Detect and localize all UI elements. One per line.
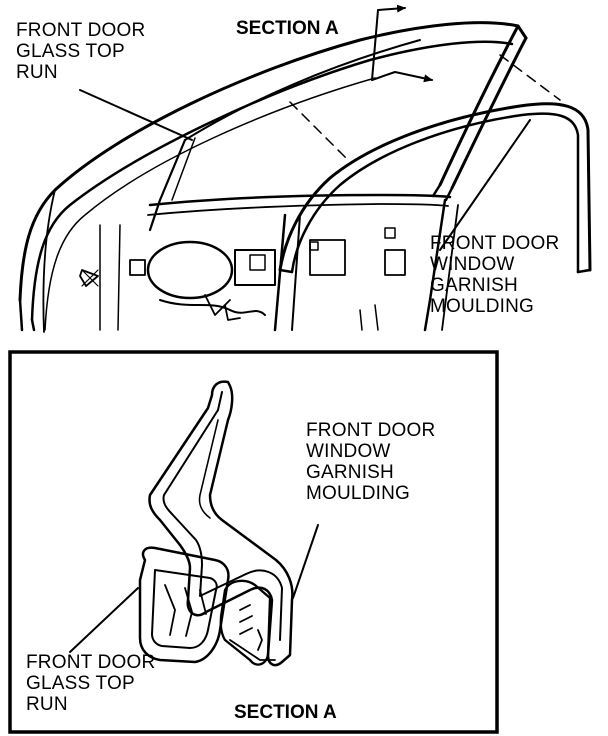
leader-detail-top-run	[69, 587, 139, 653]
belt-line	[148, 193, 452, 207]
window-sash-left2	[171, 137, 196, 201]
garnish-clip-outer	[219, 579, 272, 666]
label-line: GLASS TOP	[16, 41, 125, 62]
window-sash-left	[148, 138, 187, 232]
panel-cutout-6	[309, 241, 319, 251]
label-line: MOULDING	[430, 296, 534, 317]
door-b-pillar-2	[441, 204, 459, 331]
top-run-clip-outer	[138, 546, 230, 664]
label-line: FRONT DOOR	[306, 420, 436, 441]
window-sash	[184, 39, 421, 141]
panel-cutout-5	[129, 259, 146, 276]
moulding-profile-inner	[162, 391, 283, 641]
moulding-profile-inner2	[198, 419, 219, 519]
garnish-clip-teeth	[239, 604, 263, 651]
section-a-arrow-upper	[371, 4, 406, 81]
leader-top-run	[79, 89, 193, 141]
section-a-caption: SECTION A	[234, 702, 337, 723]
label-line: FRONT DOOR	[430, 233, 560, 254]
panel-stub	[359, 304, 379, 331]
clip-seal-3	[199, 589, 207, 615]
speaker-opening	[146, 240, 234, 300]
dashed-guide-2	[499, 54, 561, 101]
clip-seal-1	[164, 584, 176, 636]
glass-top-run-channel	[438, 24, 528, 190]
hinge-detail	[79, 269, 99, 287]
a-pillar	[18, 298, 36, 332]
label-garnish-moulding-top: FRONT DOOR WINDOW GARNISH MOULDING	[430, 233, 559, 317]
label-line: GLASS TOP	[26, 673, 135, 694]
label-line: WINDOW	[306, 441, 391, 462]
garnish-moulding-end-left	[278, 268, 294, 274]
belt-line-2	[147, 203, 449, 216]
panel-cutout-3	[309, 239, 346, 276]
label-line: GARNISH	[430, 275, 518, 296]
panel-cutout-1	[234, 249, 276, 286]
section-a-arrow-lower	[371, 71, 433, 83]
panel-cutout-7	[384, 227, 396, 239]
garnish-clip-bottom	[229, 639, 276, 661]
label-glass-top-run-detail: FRONT DOOR GLASS TOP RUN	[26, 652, 155, 715]
label-line: RUN	[16, 62, 58, 83]
garnish-moulding-end-right	[576, 268, 592, 274]
label-line: FRONT DOOR	[26, 652, 156, 673]
door-illustration	[18, 4, 592, 333]
panel-interior-line	[99, 224, 121, 331]
label-line: RUN	[26, 694, 68, 715]
panel-cutout-2	[249, 254, 266, 271]
door-frame-outer	[18, 21, 528, 302]
garnish-moulding-outer	[278, 102, 592, 272]
door-inner-pillar-right	[291, 214, 301, 331]
leader-garnish-top	[439, 119, 531, 251]
panel-cutout-4	[384, 249, 406, 276]
door-inner-pillar-left	[273, 213, 287, 332]
moulding-profile-outer	[148, 380, 294, 667]
label-line: WINDOW	[430, 254, 515, 275]
section-a-frame	[8, 350, 499, 734]
section-a-marker: SECTION A	[236, 18, 339, 39]
garnish-moulding-inner	[290, 112, 580, 274]
label-garnish-moulding-detail: FRONT DOOR WINDOW GARNISH MOULDING	[306, 420, 435, 504]
leader-detail-garnish	[292, 524, 319, 599]
pillar-edge	[42, 189, 56, 333]
glass-top-run-lower	[431, 183, 454, 202]
door-b-pillar	[423, 198, 447, 332]
label-glass-top-run-top: FRONT DOOR GLASS TOP RUN	[16, 20, 145, 83]
dashed-guide-1	[289, 101, 349, 161]
label-line: MOULDING	[306, 483, 410, 504]
panel-latch	[224, 304, 241, 321]
top-run-clip-inner	[151, 569, 218, 649]
panel-linkage	[159, 299, 266, 316]
section-a-profile	[69, 380, 319, 667]
hinge-detail-x	[81, 269, 99, 287]
door-frame-third	[44, 77, 376, 331]
clip-seal-2	[184, 587, 193, 637]
label-line: FRONT DOOR	[16, 20, 146, 41]
label-line: GARNISH	[306, 462, 394, 483]
